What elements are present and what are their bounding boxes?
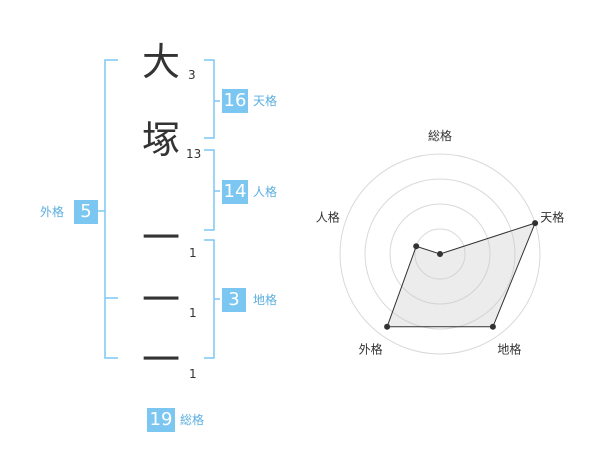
soukaku-value: 19 xyxy=(147,408,175,432)
radar-point-2 xyxy=(532,220,539,227)
gaikaku-bracket xyxy=(104,59,118,359)
stroke-count-5: 1 xyxy=(189,367,197,381)
brackets xyxy=(98,59,220,359)
tenkaku-bracket xyxy=(204,59,215,139)
radar-ring xyxy=(339,153,541,355)
radar-polygon xyxy=(386,222,536,328)
radar-axis-label: 外格 xyxy=(359,342,383,357)
radar-axis-label: 地格 xyxy=(497,342,521,357)
tenkaku-label: 天格 xyxy=(253,94,278,108)
radar-point-1 xyxy=(437,251,443,257)
stroke-count-2: 13 xyxy=(186,147,202,161)
radar-point-5 xyxy=(413,243,420,250)
stroke-count-1: 3 xyxy=(188,68,196,82)
name-char-5: 一 xyxy=(141,338,180,382)
name-char-1: 大 xyxy=(141,40,180,84)
radar-axis-label: 天格 xyxy=(540,210,564,225)
radar-ring xyxy=(364,178,516,330)
chikaku-bracket xyxy=(204,239,215,359)
radar-axis-label: 総格 xyxy=(428,128,452,143)
jinkaku-value: 14 xyxy=(222,180,248,204)
chikaku-label: 地格 xyxy=(253,293,278,307)
radar-ring xyxy=(389,203,491,305)
tenkaku-value: 16 xyxy=(222,89,248,113)
radar-axis-label: 人格 xyxy=(316,210,340,225)
name-char-4: 一 xyxy=(141,278,180,322)
gaikaku-label: 外格 xyxy=(40,205,65,219)
jinkaku-bracket xyxy=(204,149,215,231)
stroke-count-3: 1 xyxy=(189,246,197,260)
gaikaku-value: 5 xyxy=(74,200,98,224)
jinkaku-label: 人格 xyxy=(253,185,278,199)
stroke-count-4: 1 xyxy=(189,306,197,320)
chikaku-value: 3 xyxy=(222,288,246,312)
soukaku-label: 総格 xyxy=(180,413,205,427)
radar-ring xyxy=(414,228,466,280)
radar-point-3 xyxy=(489,323,496,330)
name-char-2: 塚 xyxy=(141,118,180,162)
name-char-3: 一 xyxy=(141,216,180,260)
radar-point-4 xyxy=(384,323,391,330)
